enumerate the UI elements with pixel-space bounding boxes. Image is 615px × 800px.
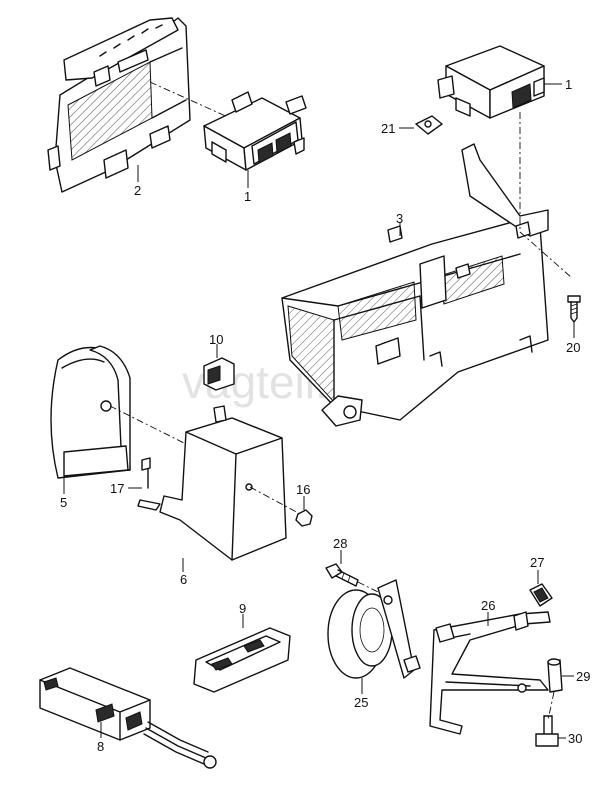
part-25-horn: [327, 579, 421, 679]
part-20-screw: [567, 295, 581, 323]
dash-6-to-16: [249, 486, 303, 516]
part-29-sleeve: [547, 658, 563, 693]
part-6-cover: [159, 405, 287, 561]
callout-20: 20: [566, 340, 580, 355]
part-9-switch: [193, 627, 291, 693]
callout-3: 3: [396, 211, 403, 226]
callout-25: 25: [354, 695, 368, 710]
callout-30: 30: [568, 731, 582, 746]
part-5-horn: [50, 345, 131, 479]
callout-1-right: 1: [565, 77, 572, 92]
part-3-housing: [281, 143, 549, 427]
callout-2: 2: [134, 183, 141, 198]
dash-5-to-6: [109, 405, 199, 451]
callout-21: 21: [381, 121, 395, 136]
callout-8: 8: [97, 739, 104, 754]
callout-28: 28: [333, 536, 347, 551]
part-27-connector: [529, 583, 553, 607]
dash-29-to-30: [547, 691, 555, 721]
callout-1-left: 1: [244, 189, 251, 204]
part-8-sensor: [39, 667, 217, 769]
part-28-bolt: [325, 563, 359, 587]
callout-26: 26: [481, 598, 495, 613]
part-1-control-unit-right: [437, 45, 545, 119]
part-10-connector: [203, 357, 235, 391]
part-2-bracket: [47, 17, 191, 193]
callout-29: 29: [576, 669, 590, 684]
callout-17: 17: [110, 481, 124, 496]
callout-5: 5: [60, 495, 67, 510]
part-30-bolt: [535, 715, 559, 747]
callout-27: 27: [530, 555, 544, 570]
callout-6: 6: [180, 572, 187, 587]
callout-9: 9: [239, 601, 246, 616]
part-26-bracket: [429, 611, 551, 735]
part-16-nut: [295, 509, 313, 527]
callout-16: 16: [296, 482, 310, 497]
part-17-pin: [137, 457, 161, 511]
part-21-clip-nut: [415, 115, 443, 135]
part-1-control-unit-left: [203, 91, 307, 171]
callout-10: 10: [209, 332, 223, 347]
dash-3-to-20: [519, 231, 573, 279]
